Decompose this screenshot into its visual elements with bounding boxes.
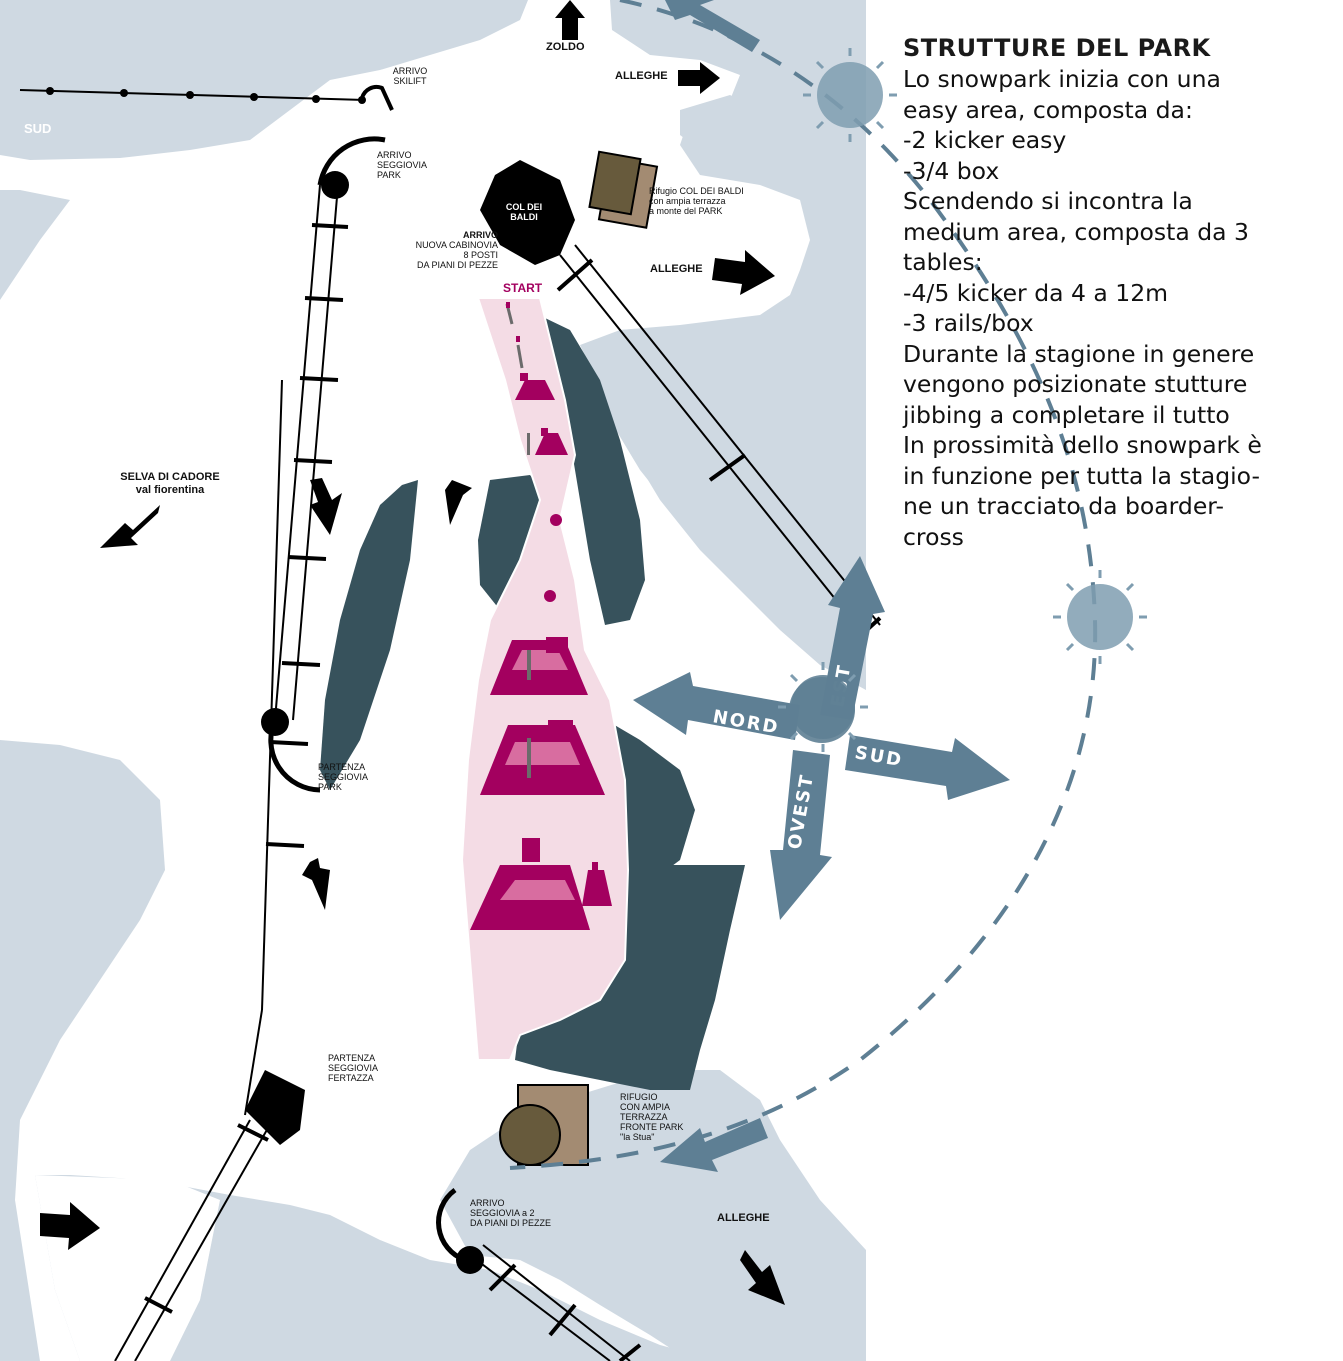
table-kicker <box>505 742 580 765</box>
box-feature <box>548 720 573 740</box>
chairlift-2-station <box>456 1246 484 1274</box>
info-line: Lo snowpark inizia con una <box>903 65 1221 93</box>
gondola-station-col-dei-baldi <box>480 160 575 265</box>
info-line: Durante la stagione in genere <box>903 339 1255 368</box>
box-feature <box>516 336 520 342</box>
box-feature <box>518 728 528 738</box>
kicker-small <box>582 870 612 906</box>
box-feature <box>522 838 540 862</box>
rail-feature <box>527 650 531 680</box>
jib-feature <box>550 514 562 526</box>
chairlift-2 <box>436 1187 642 1361</box>
info-line: jibbing a completare il tutto <box>903 400 1230 429</box>
table-kicker <box>512 650 568 670</box>
info-line: ne un tracciato da boarder- <box>903 492 1224 520</box>
box-feature <box>592 862 598 874</box>
rail-feature <box>527 738 531 778</box>
info-line: vengono posizionate stutture <box>903 370 1248 398</box>
info-line: -3 rails/box <box>903 309 1034 337</box>
box-feature <box>506 302 510 308</box>
sun-icon <box>803 48 897 142</box>
label-start: START <box>503 281 543 295</box>
label-alleghe-bottom: ALLEGHE <box>717 1212 770 1224</box>
info-line: -3/4 box <box>903 156 1000 185</box>
skilift-towers <box>46 87 366 104</box>
table-kicker <box>500 880 575 900</box>
box-feature <box>527 433 530 455</box>
chairlift-station-top <box>321 171 349 199</box>
box-feature <box>518 640 526 650</box>
sun-icon-setting <box>778 662 868 752</box>
info-title: STRUTTURE DEL PARK <box>903 34 1211 62</box>
sun-icon <box>1053 570 1147 664</box>
chairlift-station-bottom <box>261 708 289 736</box>
box-feature <box>541 428 548 436</box>
sun-arrow <box>665 0 760 52</box>
info-text: Lo snowpark inizia con una easy area, co… <box>903 64 1333 552</box>
label-alleghe-mid: ALLEGHE <box>650 263 703 275</box>
kicker-easy <box>515 380 555 400</box>
box-feature <box>546 637 568 653</box>
label-sud-left: SUD <box>24 121 52 136</box>
compass-arrow-sud <box>845 735 1010 800</box>
info-line: tables: <box>903 248 983 276</box>
info-line: -2 kicker easy <box>903 126 1067 154</box>
label-zoldo: ZOLDO <box>546 41 585 53</box>
terrain-pocket <box>680 95 760 150</box>
hut-col-dei-baldi <box>588 150 642 216</box>
forest <box>515 865 745 1090</box>
terrain-ridge <box>580 300 866 690</box>
forest <box>545 318 645 625</box>
label-alleghe-top: ALLEGHE <box>615 70 668 82</box>
info-line: Scendendo si incontra la <box>903 187 1193 215</box>
sun-arrow <box>660 1118 768 1172</box>
jib-feature <box>544 590 556 602</box>
info-line: -4/5 kicker da 4 a 12m <box>903 278 1169 307</box>
info-line: in funzione per tutta la stagio- <box>903 461 1260 490</box>
rail-feature <box>516 344 524 369</box>
box-feature <box>520 373 528 381</box>
kicker-easy <box>535 433 568 455</box>
info-line: medium area, composta da 3 <box>903 217 1249 246</box>
direction-arrows <box>40 0 785 1305</box>
chairlift-station-fertazza <box>245 1070 305 1145</box>
info-line: In prossimità dello snowpark è <box>903 431 1262 459</box>
chairlift-fertazza <box>114 379 309 1361</box>
info-panel: STRUTTURE DEL PARK Lo snowpark inizia co… <box>903 34 1333 552</box>
info-line: cross <box>903 522 964 551</box>
compass-arrow-nord <box>633 672 800 740</box>
hut-la-stua <box>499 1104 561 1166</box>
ski-slopes-west <box>0 400 280 720</box>
info-line: easy area, composta da: <box>903 95 1193 124</box>
compass-arrow-ovest <box>770 750 832 920</box>
forest <box>320 480 418 790</box>
